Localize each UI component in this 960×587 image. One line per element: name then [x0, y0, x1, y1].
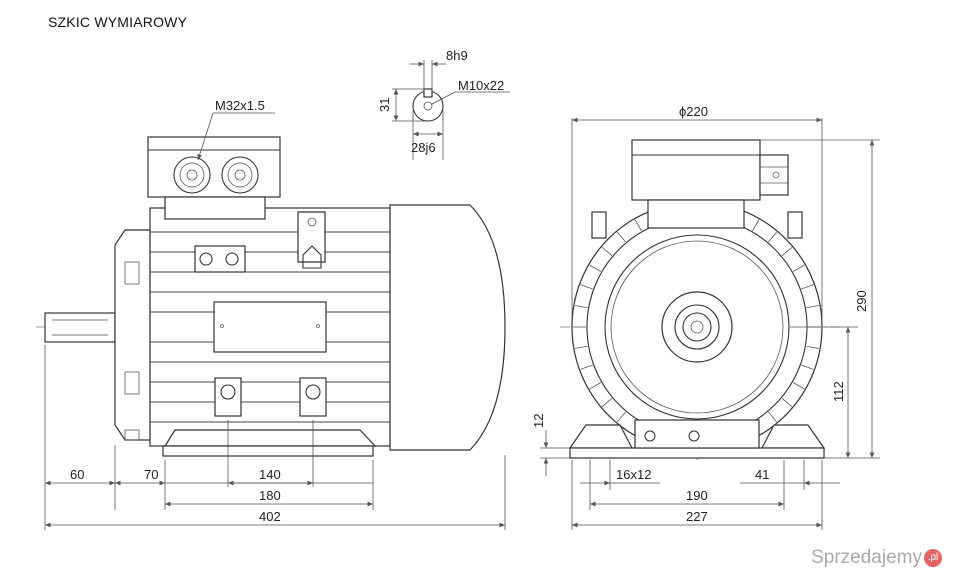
dim-flange-diameter: ϕ220	[679, 104, 708, 119]
fin-stroke	[634, 219, 642, 232]
fin-stroke	[768, 231, 778, 243]
fin-stroke	[580, 284, 593, 290]
front-view: ϕ220 290 112 12 16x12 41 190	[531, 104, 880, 530]
gland-thread-label: M32x1.5	[215, 98, 265, 113]
fin-stroke	[801, 284, 814, 290]
watermark-text: Sprzedajemy	[811, 547, 922, 568]
key-height-label: 31	[377, 98, 392, 112]
fin-stroke	[589, 382, 602, 390]
fin-stroke	[616, 411, 626, 423]
shaft-diameter-label: 28j6	[411, 140, 436, 155]
dim-foot-width-holes: 190	[686, 488, 708, 503]
dim-shaft-to-foot: 70	[144, 467, 158, 482]
fin-stroke	[580, 364, 593, 370]
fin-stroke	[616, 231, 626, 243]
fin-stroke	[601, 246, 613, 256]
fin-stroke	[792, 382, 805, 390]
side-view: M32x1.5 60 70 140	[36, 98, 506, 530]
dim-foot-length: 180	[259, 488, 281, 503]
dim-shaft-length: 60	[70, 467, 84, 482]
fin-stroke	[801, 364, 814, 370]
fin-stroke	[768, 411, 778, 423]
cable-gland-2	[221, 156, 259, 194]
dim-overall-length: 402	[259, 509, 281, 524]
fin-stroke	[781, 246, 793, 256]
fin-stroke	[574, 345, 588, 349]
fin-stroke	[806, 305, 820, 309]
fin-stroke	[589, 264, 602, 272]
page-title: SZKIC WYMIAROWY	[48, 14, 188, 30]
dim-foot-width-total: 227	[686, 509, 708, 524]
dim-foot-thickness: 12	[531, 414, 546, 428]
watermark-logo: Sprzedajemy.pl	[811, 547, 942, 569]
shaft-end-detail: 8h9 M10x22 31 28j6	[377, 48, 510, 160]
dim-shaft-height: 112	[831, 381, 846, 402]
fin-stroke	[806, 345, 820, 349]
dim-foot-edge: 41	[755, 467, 769, 482]
fin-stroke	[752, 219, 760, 232]
cable-gland-1	[173, 156, 211, 194]
fin-stroke	[601, 398, 613, 408]
keyway-width-label: 8h9	[446, 48, 468, 63]
shaft-thread-label: M10x22	[458, 78, 504, 93]
dim-foot-hole-spacing: 140	[259, 467, 281, 482]
watermark-badge: .pl	[924, 548, 942, 567]
dim-overall-height: 290	[854, 290, 869, 312]
fin-stroke	[574, 305, 588, 309]
fin-stroke	[792, 264, 805, 272]
dim-mount-hole: 16x12	[616, 467, 651, 482]
fin-stroke	[781, 398, 793, 408]
